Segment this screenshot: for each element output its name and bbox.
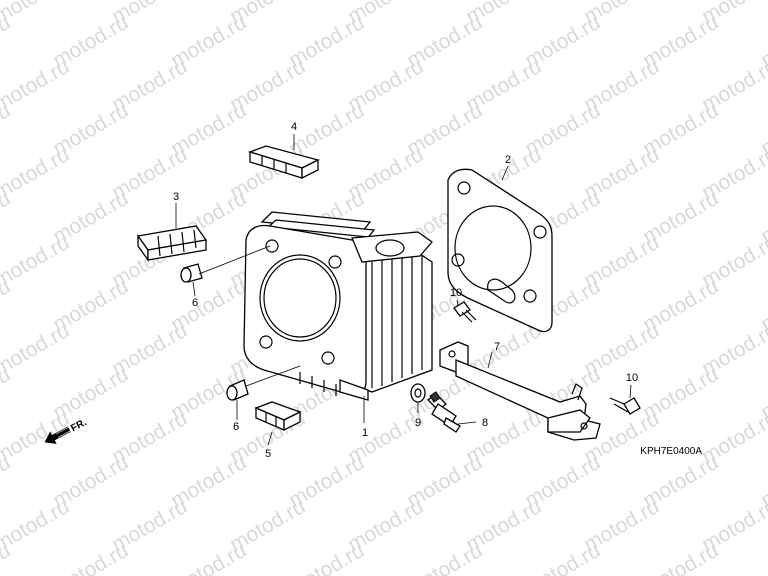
- part-5-block: [254, 401, 302, 432]
- watermark-text: motod.ru: [757, 539, 768, 576]
- callout-6-upper: 6: [192, 297, 198, 309]
- cylinder-side-fins: [361, 253, 433, 393]
- callout-labels: 4 2 3 6 10 7 10 8 9 6 1 5: [173, 121, 638, 460]
- watermark-text: motod.ru: [521, 539, 604, 576]
- part-4-block: [247, 145, 320, 180]
- watermark-text: motod.ru: [285, 539, 368, 576]
- cylinder-head-deck: [351, 231, 433, 263]
- watermark-text: motod.ru: [49, 539, 132, 576]
- callout-10-right: 10: [626, 372, 638, 384]
- part-3-block: [136, 225, 208, 263]
- direction-label: FR.: [69, 417, 89, 434]
- cylinder-block: [243, 211, 433, 401]
- watermark-text: motod.ru: [403, 539, 486, 576]
- temperature-sensor: [427, 391, 461, 433]
- watermark-text: motod.ru: [0, 55, 73, 116]
- watermark-text: motod.ru: [0, 495, 73, 556]
- callout-9: 9: [415, 417, 421, 429]
- cylinder-gasket: [447, 168, 553, 333]
- bracket: [439, 341, 601, 441]
- leader-lines: [175, 134, 632, 446]
- watermark-text: motod.ru: [0, 0, 73, 28]
- watermark-text: motod.ru: [639, 539, 722, 576]
- callout-3: 3: [173, 191, 179, 203]
- watermark-text: motod.ru: [167, 539, 250, 576]
- callout-2: 2: [505, 154, 511, 166]
- cylinder-front-flange: [243, 224, 367, 396]
- callout-6-lower: 6: [233, 421, 239, 433]
- callout-8: 8: [482, 417, 488, 429]
- flange-bolt-right: [609, 397, 641, 415]
- sealing-washer: [410, 383, 426, 403]
- watermark-text: motod.ru: [0, 407, 73, 468]
- dowel-pin-lower: [226, 379, 249, 401]
- dowel-pin-upper: [180, 263, 203, 283]
- watermark-text: motod.ru: [0, 231, 73, 292]
- flange-bolt-upper: [453, 301, 477, 323]
- watermark-text: motod.ru: [0, 143, 73, 204]
- callout-1: 1: [362, 427, 368, 439]
- watermark-text: motod.ru: [0, 319, 73, 380]
- callout-7: 7: [494, 341, 500, 353]
- callout-10-upper: 10: [450, 287, 462, 299]
- diagram-code: KPH7E0400A: [640, 446, 702, 457]
- callout-4: 4: [291, 121, 297, 133]
- callout-5: 5: [265, 448, 271, 460]
- cylinder-bore: [259, 254, 341, 342]
